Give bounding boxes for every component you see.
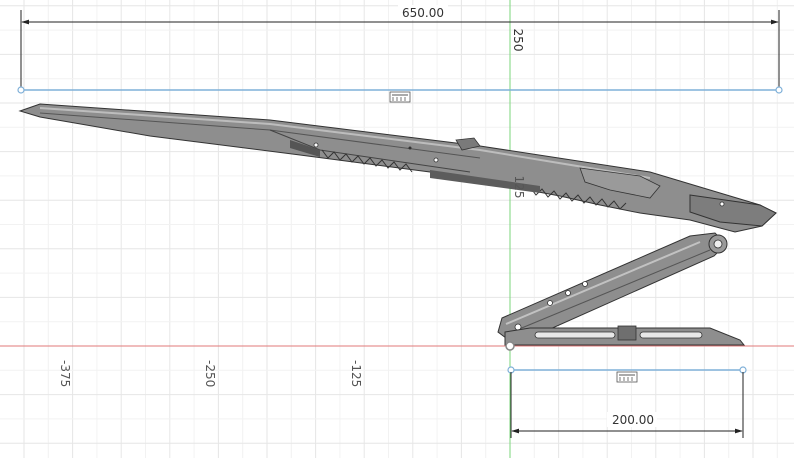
dimension-value-125: 125 bbox=[512, 176, 526, 199]
horizontal-constraint-icon[interactable] bbox=[616, 371, 638, 383]
bottom-construction-line[interactable] bbox=[507, 366, 747, 374]
base-plate[interactable] bbox=[504, 325, 746, 346]
blade-body[interactable] bbox=[18, 103, 777, 233]
dimension-value-200: 200.00 bbox=[612, 413, 654, 427]
top-construction-line[interactable] bbox=[17, 86, 783, 94]
support-arm[interactable] bbox=[497, 232, 728, 342]
dimension-200[interactable]: 200.00 bbox=[510, 372, 744, 438]
axis-label-neg-125: -125 bbox=[349, 360, 363, 387]
dimension-650[interactable]: 650.00 bbox=[20, 5, 780, 90]
origin-point[interactable] bbox=[505, 341, 515, 351]
dimension-value-250: 250 bbox=[511, 29, 525, 52]
axis-label-neg-375: -375 bbox=[58, 360, 72, 387]
horizontal-constraint-icon[interactable] bbox=[389, 91, 411, 103]
axis-label-neg-250: -250 bbox=[203, 360, 217, 387]
dimension-value-650: 650.00 bbox=[402, 6, 444, 20]
